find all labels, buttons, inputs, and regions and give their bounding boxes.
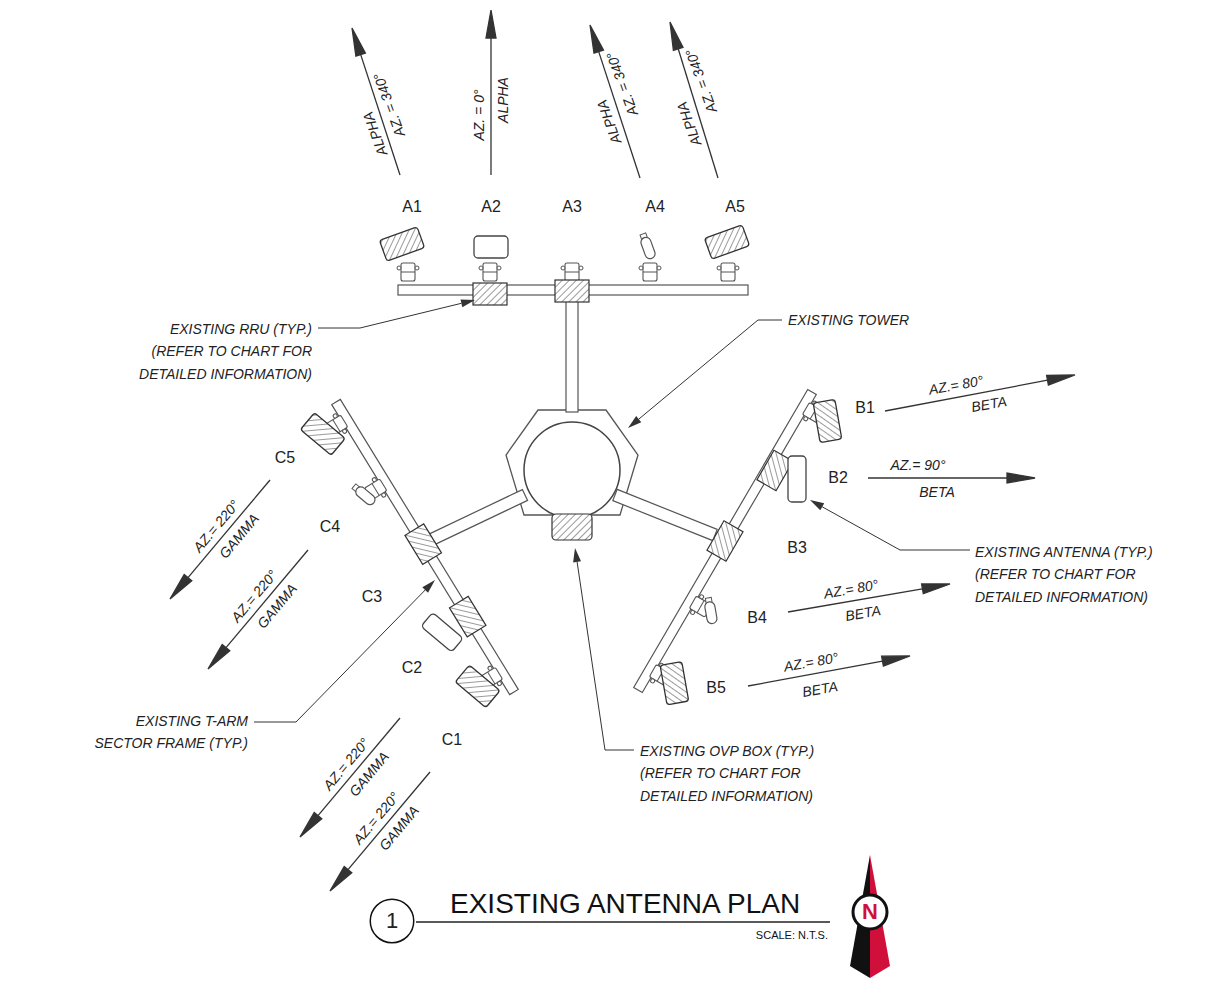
scale-note: SCALE: N.T.S. (756, 930, 828, 941)
mount-clamp (717, 263, 739, 281)
rru-unit (405, 524, 442, 564)
panel-antenna (300, 413, 345, 456)
antenna-position-id: C3 (362, 589, 382, 605)
mount-clamp (397, 263, 419, 281)
azimuth-arrow (868, 477, 1007, 478)
callout-note: EXISTING TOWER (788, 313, 909, 327)
rru-unit (555, 280, 589, 302)
antenna-position-id: B3 (787, 540, 807, 556)
azimuth-arrow (490, 38, 491, 175)
azimuth-arrow (226, 550, 308, 648)
azimuth-label: BETA (801, 679, 838, 699)
arrowhead (208, 644, 230, 669)
azimuth-label: AZ.= 80° (823, 577, 880, 600)
antenna-position-id: C1 (442, 732, 462, 748)
leader-line (318, 303, 461, 328)
panel-antenna (379, 227, 424, 261)
azimuth-label: BETA (919, 485, 955, 499)
antenna-position-id: A2 (481, 199, 501, 215)
detail-number-circle: 1 (369, 898, 415, 944)
azimuth-label: AZ.= 80° (928, 373, 985, 396)
antenna-position-id: C4 (320, 519, 340, 535)
callout-note: EXISTING RRU (TYP.) (REFER TO CHART FOR … (120, 318, 312, 385)
callout-note: EXISTING ANTENNA (TYP.) (REFER TO CHART … (975, 541, 1167, 608)
callout-note: EXISTING T-ARM SECTOR FRAME (TYP.) (83, 710, 248, 755)
callout-note: EXISTING OVP BOX (TYP.) (REFER TO CHART … (640, 740, 832, 807)
azimuth-arrow (188, 480, 270, 578)
arrowhead (628, 416, 641, 428)
rru-unit (707, 521, 743, 561)
arrowhead (352, 28, 365, 56)
panel-antenna (455, 665, 500, 708)
azimuth-label: AZ.= 90° (890, 458, 945, 472)
antenna-position-id: A1 (402, 199, 422, 215)
arrowhead (590, 25, 604, 53)
circle-outline (370, 899, 414, 943)
antenna-position-id: A3 (562, 199, 582, 215)
antenna-position-id: B5 (706, 680, 726, 696)
ovp-box (552, 514, 592, 540)
circle-outline (853, 895, 887, 929)
north-symbol: N (851, 893, 889, 931)
leader-line (577, 562, 634, 750)
arrowhead (330, 866, 352, 891)
antenna-position-id: C2 (402, 660, 422, 676)
alpha-arm (566, 296, 578, 412)
drawing-title: EXISTING ANTENNA PLAN (450, 890, 800, 918)
mount-clamp (639, 263, 661, 281)
azimuth-label: BETA (970, 394, 1007, 414)
panel-antenna (660, 662, 689, 705)
node-text: N (862, 901, 878, 923)
leader-line (639, 320, 782, 419)
arrowhead (1047, 375, 1075, 385)
arrowhead (422, 580, 435, 593)
arrowhead (882, 656, 910, 666)
arrowhead (810, 500, 824, 510)
antenna-position-id: A5 (725, 199, 745, 215)
antenna-position-id: B4 (747, 610, 767, 626)
gamma-sector-bar (332, 399, 519, 694)
antenna-position-id: B1 (855, 400, 875, 416)
panel-antenna (788, 456, 806, 502)
panel-antenna (704, 225, 749, 259)
azimuth-label: AZ. = 0° (472, 89, 486, 140)
mount-clamp (479, 263, 501, 281)
antenna-position-id: B2 (828, 470, 848, 486)
azimuth-arrows (170, 10, 1075, 891)
azimuth-label: ALPHA (595, 98, 624, 146)
azimuth-label: ALPHA (496, 77, 510, 123)
antenna-position-id: A4 (645, 199, 665, 215)
leader-arrowheads (422, 299, 824, 592)
tower-circle (524, 422, 620, 518)
arrowhead (170, 574, 192, 599)
arrowhead (670, 22, 683, 50)
small-antenna (351, 482, 377, 506)
arrowhead (461, 299, 476, 307)
leader-lines (254, 303, 970, 750)
rru-unit (473, 283, 507, 305)
panel-antenna (813, 399, 842, 442)
beta-sector-bar (634, 390, 817, 693)
arrowhead (1007, 473, 1035, 483)
azimuth-label: BETA (844, 603, 881, 623)
arrowhead (573, 548, 581, 563)
arrowhead (922, 584, 950, 594)
title-underline (416, 921, 830, 922)
arrowhead (300, 812, 322, 837)
beta-arm (613, 489, 717, 540)
leader-line (822, 507, 970, 550)
small-antenna (703, 597, 717, 624)
panel-antenna (474, 236, 508, 258)
azimuth-label: ALPHA (675, 100, 704, 148)
mount-clamp (561, 263, 583, 281)
azimuth-label: AZ.= 80° (783, 650, 840, 673)
node-text: 1 (386, 910, 398, 932)
small-antenna (638, 232, 656, 260)
panel-antenna (421, 613, 463, 653)
arrowhead (486, 10, 496, 38)
antenna-position-id: C5 (275, 450, 295, 466)
